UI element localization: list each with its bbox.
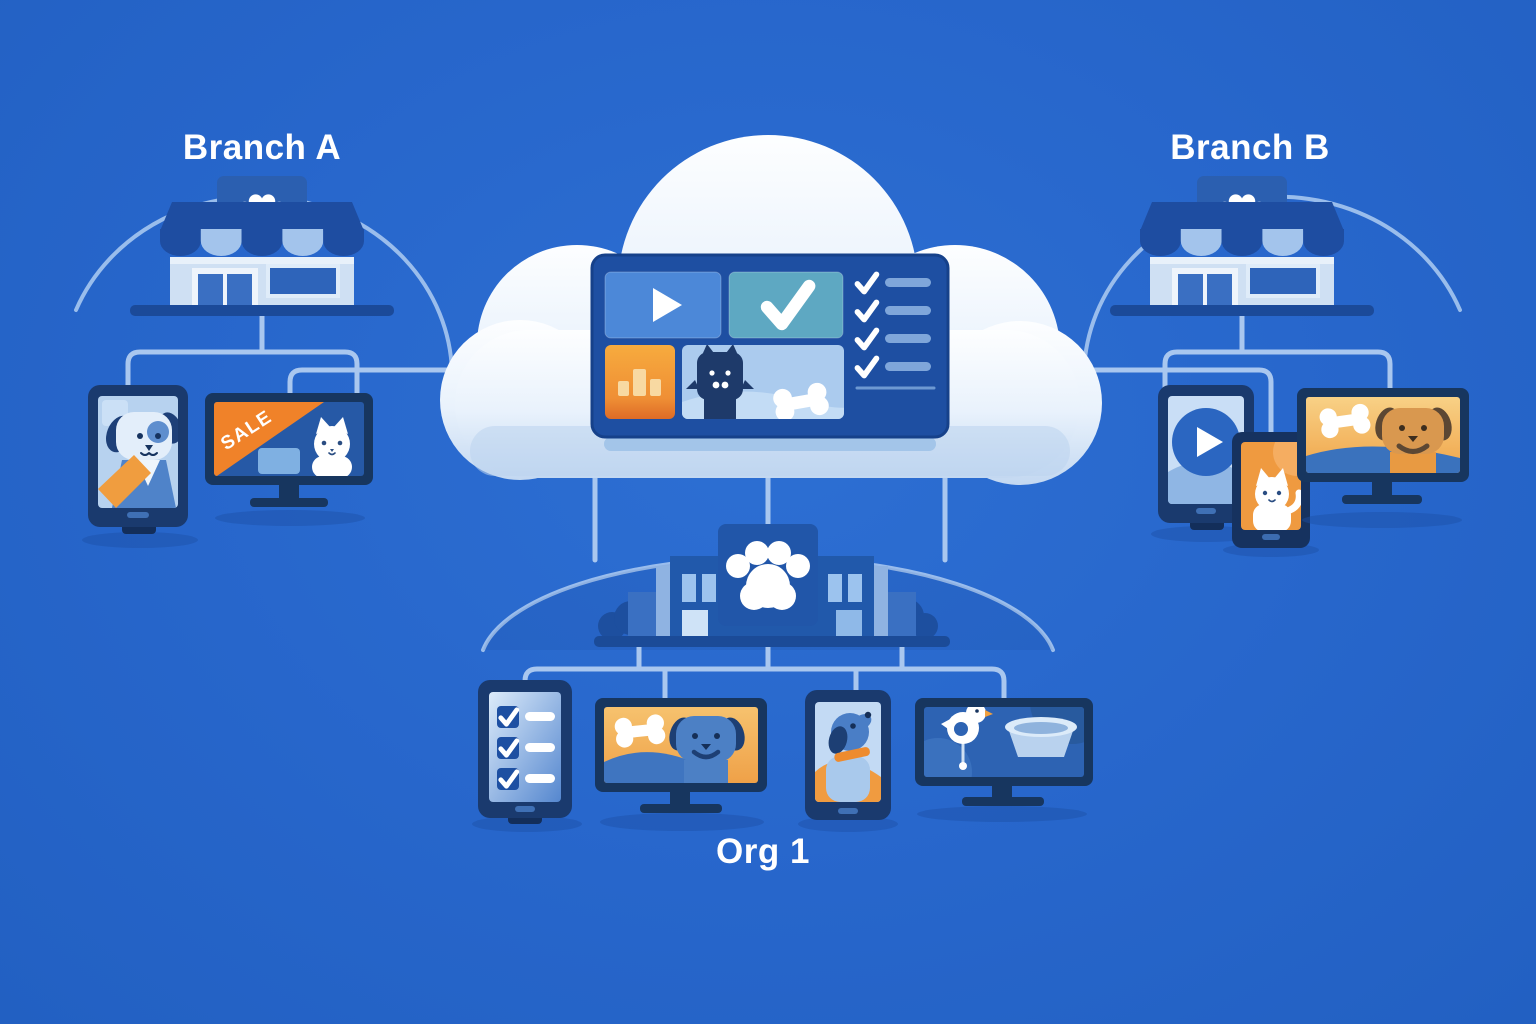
awning-scallops xyxy=(160,229,364,256)
home-button xyxy=(515,806,535,812)
branch-a-monitor-sale xyxy=(205,393,373,526)
pet-scene-art xyxy=(682,345,844,419)
branch-b-bracket xyxy=(1162,349,1393,395)
play-icon xyxy=(1197,427,1223,457)
branch-b-to-cloud xyxy=(847,367,1274,439)
org-base xyxy=(594,636,950,647)
org-label: Org 1 xyxy=(716,832,810,871)
pet-bowl-icon xyxy=(1005,717,1077,757)
org-monitor-dog xyxy=(595,698,767,831)
branch-a-label: Branch A xyxy=(182,128,342,167)
upper-windows xyxy=(682,574,862,602)
store-base xyxy=(1110,305,1374,316)
org-monitor-bird-bowl xyxy=(915,698,1093,822)
org-building xyxy=(594,524,950,647)
dog-scarf xyxy=(98,455,151,508)
lower-windows xyxy=(682,610,862,640)
connectors xyxy=(125,313,1393,703)
bar-chart-icon xyxy=(618,369,661,396)
org-tablet-checklist xyxy=(472,680,582,832)
awning-scallops xyxy=(1140,229,1344,256)
branch-a-bracket xyxy=(125,349,360,399)
cat-white xyxy=(312,417,352,476)
branch-b-label: Branch B xyxy=(1170,128,1330,167)
checklist-rows xyxy=(497,706,555,790)
play-icon xyxy=(653,288,682,322)
dog-blue xyxy=(669,716,745,783)
dashboard-checklist xyxy=(857,274,936,390)
branch-a-to-cloud xyxy=(287,367,703,401)
cat-silhouette-icon xyxy=(686,345,754,419)
awning-top xyxy=(1140,202,1344,231)
branch-a-tablet-dog xyxy=(82,385,198,548)
dog-tan xyxy=(1375,407,1452,473)
home-button xyxy=(127,512,149,518)
dog-collar xyxy=(834,747,870,762)
org-bracket xyxy=(522,666,1007,703)
branch-b-store xyxy=(1110,176,1374,316)
home-button xyxy=(1262,534,1280,540)
cat-white xyxy=(1253,468,1301,530)
branch-b-monitor-dog xyxy=(1297,388,1469,528)
bird-icon xyxy=(941,707,993,770)
home-button xyxy=(838,808,858,814)
branch-b-tablet-cat xyxy=(1223,432,1319,557)
branch-a-store xyxy=(130,176,394,316)
sale-banner xyxy=(214,402,324,476)
store-base xyxy=(130,305,394,316)
home-button xyxy=(1196,508,1216,514)
awning-top xyxy=(160,202,364,231)
org-phone-dog xyxy=(798,690,898,832)
cloud-dashboard xyxy=(590,253,950,451)
branch-b-tablet-play xyxy=(1151,385,1261,542)
dashboard-shadow xyxy=(604,437,936,451)
dog-looking-up xyxy=(826,711,872,802)
